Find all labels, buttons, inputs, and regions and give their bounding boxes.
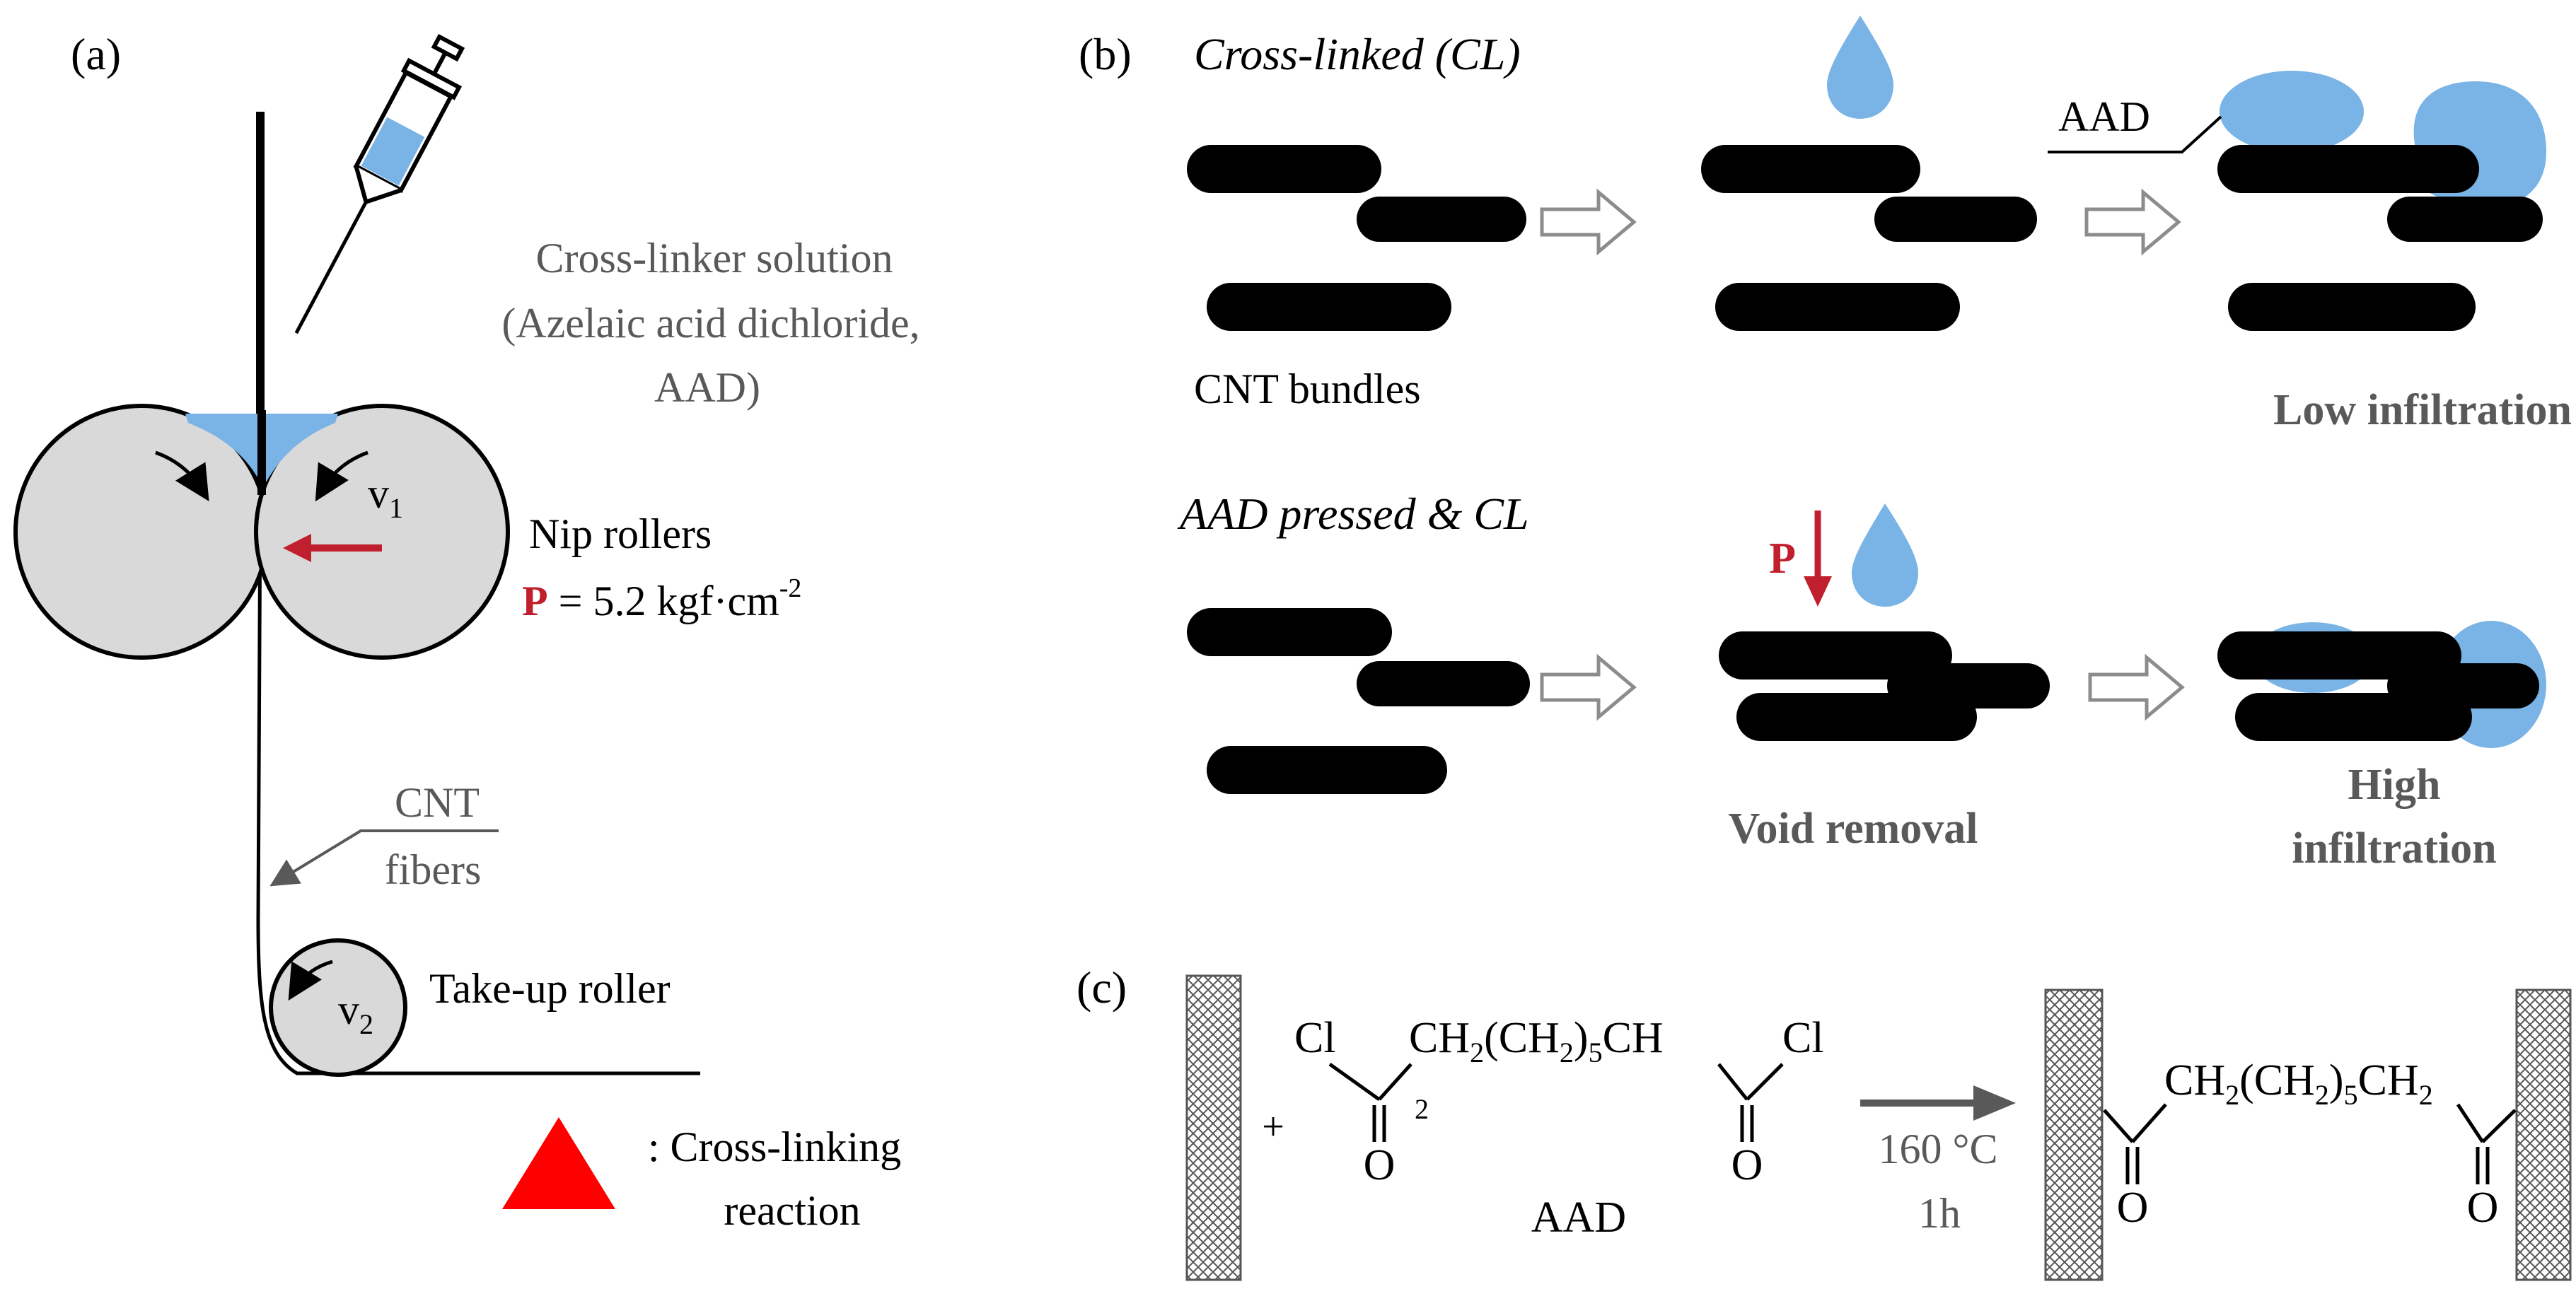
bond-lines xyxy=(1328,1062,1784,1142)
cnt-pointer xyxy=(269,829,499,887)
process-arrow-icon xyxy=(2088,653,2185,721)
nanotube-product-left xyxy=(2044,988,2104,1281)
product-bond-lines xyxy=(2103,1103,2517,1184)
legend-line2: reaction xyxy=(724,1187,860,1234)
solution-label-line2: (Azelaic acid dichloride, xyxy=(501,300,919,346)
panel-c: (c) + Cl CH2(CH2)5CH 2 Cl O O AAD 160 °C… xyxy=(1077,962,2572,1281)
row2-title: AAD pressed & CL xyxy=(1177,489,1529,539)
cnt-fibers-line2: fibers xyxy=(385,846,482,893)
process-arrow-icon xyxy=(2084,188,2181,256)
nip-rollers-label: Nip rollers xyxy=(529,511,712,557)
high-infiltration-line1: High xyxy=(2348,761,2441,809)
panel-c-label: (c) xyxy=(1077,962,1127,1013)
rotation-arrow-icon xyxy=(155,450,209,501)
fiber-lower xyxy=(256,494,700,1075)
aad-label: AAD xyxy=(2058,93,2150,140)
triangle-icon xyxy=(502,1117,615,1209)
legend-line1: : Cross-linking xyxy=(648,1124,901,1170)
chain-formula: CH2(CH2)5CH xyxy=(1409,1014,1664,1068)
panel-b: (b) Cross-linked (CL) CNT bundles AAD Lo… xyxy=(1079,16,2572,873)
nanotube-product-right xyxy=(2515,988,2572,1281)
product-o-right: O xyxy=(2467,1184,2499,1232)
cl-left: Cl xyxy=(1294,1014,1336,1062)
syringe-icon xyxy=(294,33,465,334)
v2-label: v2 xyxy=(338,986,373,1040)
cnt-bundle-group-4 xyxy=(1187,608,1530,794)
cnt-bundle-group-2 xyxy=(1701,145,2037,331)
product-o-left: O xyxy=(2117,1184,2149,1232)
droplet-icon xyxy=(1852,503,1918,607)
low-infiltration-label: Low infiltration xyxy=(2273,386,2572,434)
panel-a-label: (a) xyxy=(71,29,121,79)
process-arrow-icon xyxy=(1540,653,1637,721)
aad-name: AAD xyxy=(1531,1194,1626,1242)
time-label: 1h xyxy=(1918,1190,1961,1237)
aad-pointer xyxy=(2048,115,2222,153)
nanotube-left xyxy=(1185,974,1242,1281)
rotation-arrow-icon xyxy=(315,450,369,502)
cnt-bundle-group-6 xyxy=(2217,631,2539,741)
solution-label-line1: Cross-linker solution xyxy=(536,235,893,281)
aad-droplet-left xyxy=(2220,71,2364,153)
v1-label: v1 xyxy=(368,470,403,524)
droplet-icon xyxy=(1827,16,1893,119)
panel-a: (a) v1 Nip rollers P = 5.2 kgf·cm-2 xyxy=(13,29,920,1234)
process-arrow-icon xyxy=(1540,188,1637,256)
temperature-label: 160 °C xyxy=(1878,1126,1997,1172)
panel-b-label: (b) xyxy=(1079,29,1132,79)
pressure-label: P = 5.2 kgf·cm-2 xyxy=(522,573,801,624)
cnt-bundle-group-5 xyxy=(1719,631,2050,741)
take-up-label: Take-up roller xyxy=(429,965,671,1012)
cnt-bundles-label: CNT bundles xyxy=(1194,366,1421,412)
cnt-bundle-group-3 xyxy=(2217,145,2543,331)
syringe-liquid xyxy=(361,117,425,186)
row1-title: Cross-linked (CL) xyxy=(1194,29,1521,79)
cl-right: Cl xyxy=(1782,1014,1824,1062)
product-formula: CH2(CH2)5CH2 xyxy=(2164,1056,2433,1111)
cnt-fibers-line1: CNT xyxy=(395,779,480,826)
plus-sign: + xyxy=(1262,1105,1284,1149)
cnt-bundle-group-1 xyxy=(1187,145,1526,331)
rotation-arrow-icon xyxy=(288,960,333,1001)
void-removal-label: Void removal xyxy=(1728,805,1978,853)
solution-label-line3: AAD) xyxy=(654,364,760,411)
p-label: P xyxy=(1769,535,1796,583)
high-infiltration-line2: infiltration xyxy=(2292,824,2496,873)
o-left: O xyxy=(1364,1141,1396,1189)
o-right: O xyxy=(1731,1141,1763,1189)
chain-sub-2: 2 xyxy=(1415,1093,1429,1125)
